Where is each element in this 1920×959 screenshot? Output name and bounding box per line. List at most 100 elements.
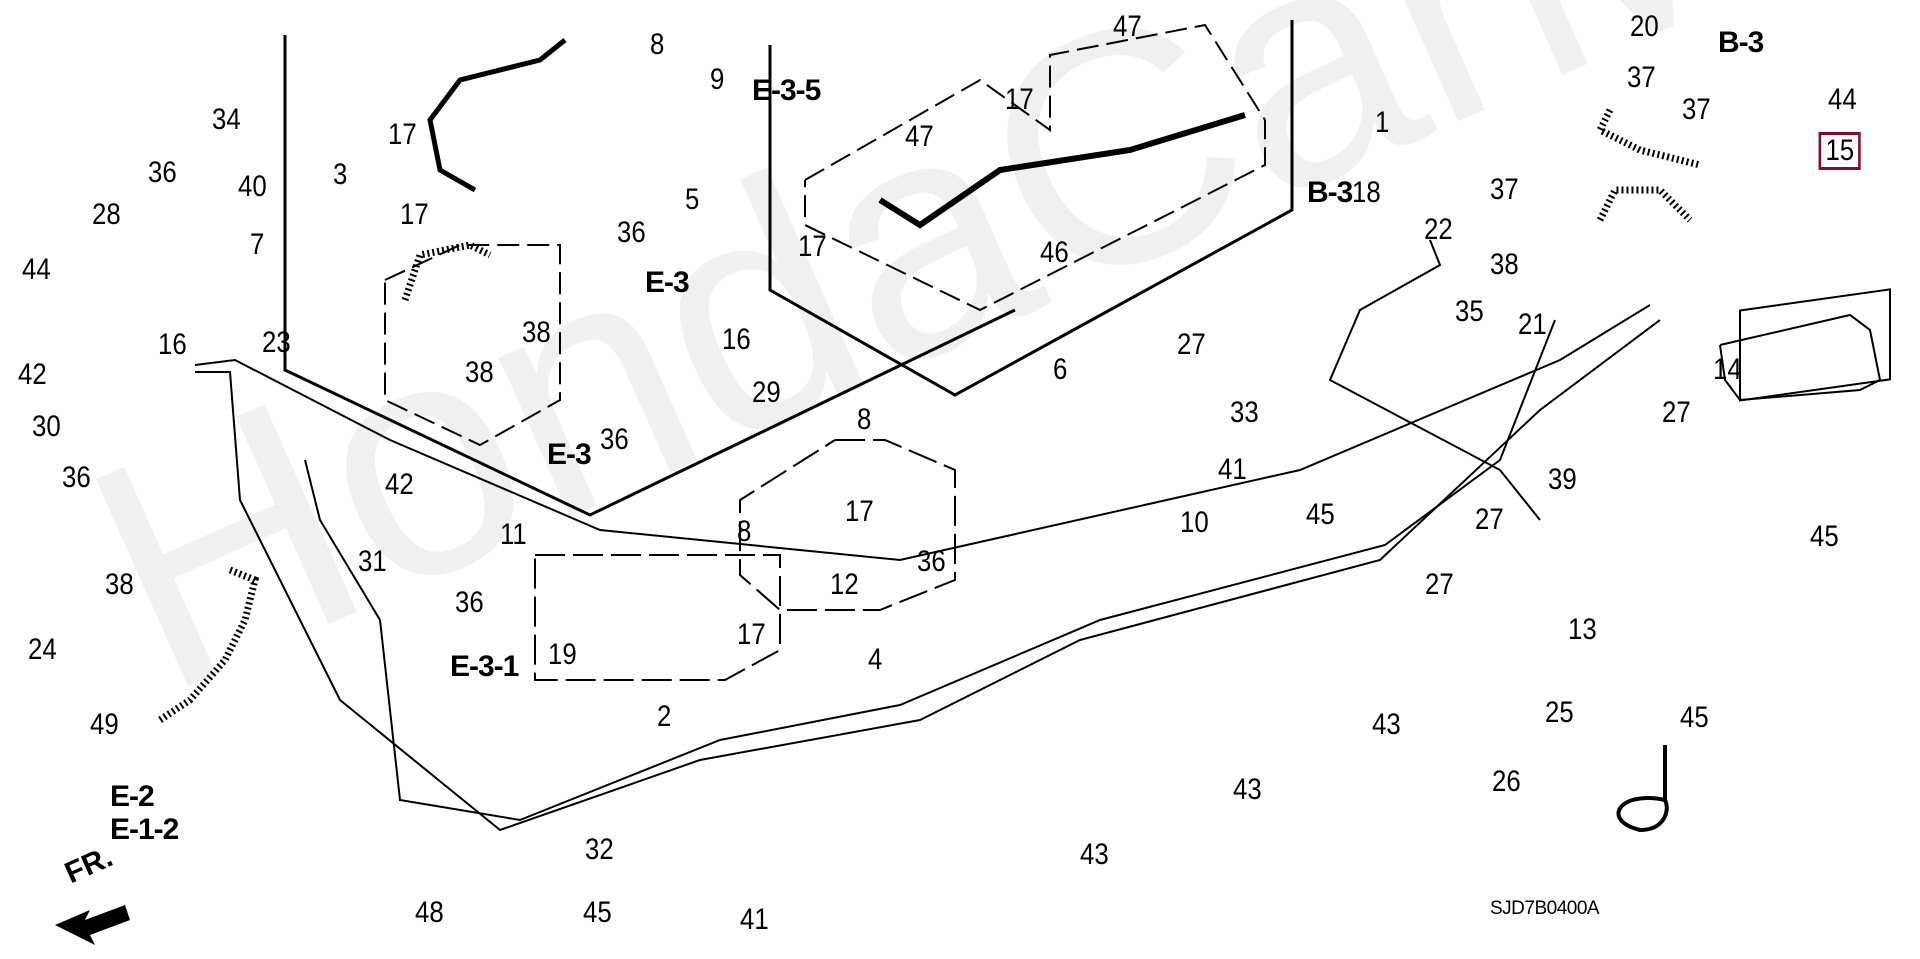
callout-44[interactable]: 44 [22,253,51,286]
callout-17[interactable]: 17 [388,118,417,151]
callout-30[interactable]: 30 [32,410,61,443]
xref-e-2[interactable]: E-2 [110,780,155,813]
xref-b-3-left[interactable]: B-3 [1307,176,1353,209]
callout-23[interactable]: 23 [262,326,291,359]
callout-38[interactable]: 38 [465,356,494,389]
callout-5[interactable]: 5 [685,183,700,216]
callout-17[interactable]: 17 [1005,83,1034,116]
callout-29[interactable]: 29 [752,376,781,409]
callout-6[interactable]: 6 [1053,353,1068,386]
callout-3[interactable]: 3 [333,158,348,191]
callout-45[interactable]: 45 [1306,498,1335,531]
xref-e-3-upper[interactable]: E-3 [645,266,690,299]
callout-8[interactable]: 8 [737,515,752,548]
brake-pipe-main-c [304,319,1556,822]
callout-37[interactable]: 37 [1490,173,1519,206]
group-box-4 [739,439,956,611]
callout-36[interactable]: 36 [148,156,177,189]
callout-49[interactable]: 49 [90,708,119,741]
group-box-2 [534,554,781,681]
callout-20[interactable]: 20 [1630,10,1659,43]
callout-31[interactable]: 31 [358,545,387,578]
callout-40[interactable]: 40 [238,170,267,203]
callout-10[interactable]: 10 [1180,506,1209,539]
callout-8[interactable]: 8 [650,28,665,61]
callout-33[interactable]: 33 [1230,396,1259,429]
callout-41[interactable]: 41 [1218,453,1247,486]
callout-7[interactable]: 7 [250,228,265,261]
callout-47[interactable]: 47 [905,120,934,153]
callout-13[interactable]: 13 [1568,613,1597,646]
callout-45[interactable]: 45 [583,896,612,929]
xref-e-3-1[interactable]: E-3-1 [450,650,519,683]
callout-46[interactable]: 46 [1040,236,1069,269]
callout-36[interactable]: 36 [62,461,91,494]
callout-36[interactable]: 36 [600,423,629,456]
brake-pipe-main-a [194,304,1651,562]
callout-25[interactable]: 25 [1545,696,1574,729]
pipe-26 [1616,745,1669,833]
fuel-pipe-1 [1328,239,1541,521]
callout-26[interactable]: 26 [1492,765,1521,798]
callout-18[interactable]: 18 [1352,176,1381,209]
callout-43[interactable]: 43 [1080,838,1109,871]
callout-28[interactable]: 28 [92,198,121,231]
callout-36[interactable]: 36 [617,216,646,249]
callout-11[interactable]: 11 [500,518,527,551]
callout-24[interactable]: 24 [28,633,57,666]
callout-22[interactable]: 22 [1424,213,1453,246]
callout-45[interactable]: 45 [1680,701,1709,734]
callout-4[interactable]: 4 [868,643,883,676]
callout-43[interactable]: 43 [1372,708,1401,741]
callout-44[interactable]: 44 [1828,83,1857,116]
callout-47[interactable]: 47 [1113,10,1142,43]
xref-e-3-5[interactable]: E-3-5 [752,74,821,107]
callout-42[interactable]: 42 [18,358,47,391]
callout-17[interactable]: 17 [845,495,874,528]
callout-32[interactable]: 32 [585,833,614,866]
callout-9[interactable]: 9 [710,63,725,96]
xref-e-3-lower[interactable]: E-3 [547,438,592,471]
canister-13 [1739,288,1891,402]
callout-41[interactable]: 41 [740,903,769,936]
callout-2[interactable]: 2 [657,700,672,733]
callout-36[interactable]: 36 [455,586,484,619]
callout-15-highlighted[interactable]: 15 [1818,132,1862,170]
callout-42[interactable]: 42 [385,468,414,501]
callout-45[interactable]: 45 [1810,520,1839,553]
callout-21[interactable]: 21 [1518,308,1547,341]
callout-43[interactable]: 43 [1233,773,1262,806]
callout-16[interactable]: 16 [722,323,751,356]
callout-37[interactable]: 37 [1682,93,1711,126]
callout-17[interactable]: 17 [400,198,429,231]
callout-34[interactable]: 34 [212,103,241,136]
callout-27[interactable]: 27 [1475,503,1504,536]
callout-1[interactable]: 1 [1375,106,1390,139]
callout-27[interactable]: 27 [1177,328,1206,361]
callout-8[interactable]: 8 [857,403,872,436]
callout-12[interactable]: 12 [830,568,859,601]
callout-14[interactable]: 14 [1713,353,1742,386]
callout-16[interactable]: 16 [158,328,187,361]
callout-38[interactable]: 38 [105,568,134,601]
callout-27[interactable]: 27 [1425,568,1454,601]
callout-17[interactable]: 17 [798,230,827,263]
callout-27[interactable]: 27 [1662,396,1691,429]
xref-b-3-right[interactable]: B-3 [1718,26,1764,59]
callout-35[interactable]: 35 [1455,295,1484,328]
callout-37[interactable]: 37 [1627,61,1656,94]
callout-19[interactable]: 19 [548,638,577,671]
callout-36[interactable]: 36 [917,545,946,578]
callout-39[interactable]: 39 [1548,463,1577,496]
fuel-pipe-3 [427,38,567,193]
callout-38[interactable]: 38 [1490,248,1519,281]
callout-48[interactable]: 48 [415,896,444,929]
callout-38[interactable]: 38 [522,316,551,349]
callout-17[interactable]: 17 [737,618,766,651]
xref-e-1-2[interactable]: E-1-2 [110,813,179,846]
group-box-46 [804,23,1266,312]
group-box-23 [384,244,561,447]
front-arrow-icon [55,905,130,945]
